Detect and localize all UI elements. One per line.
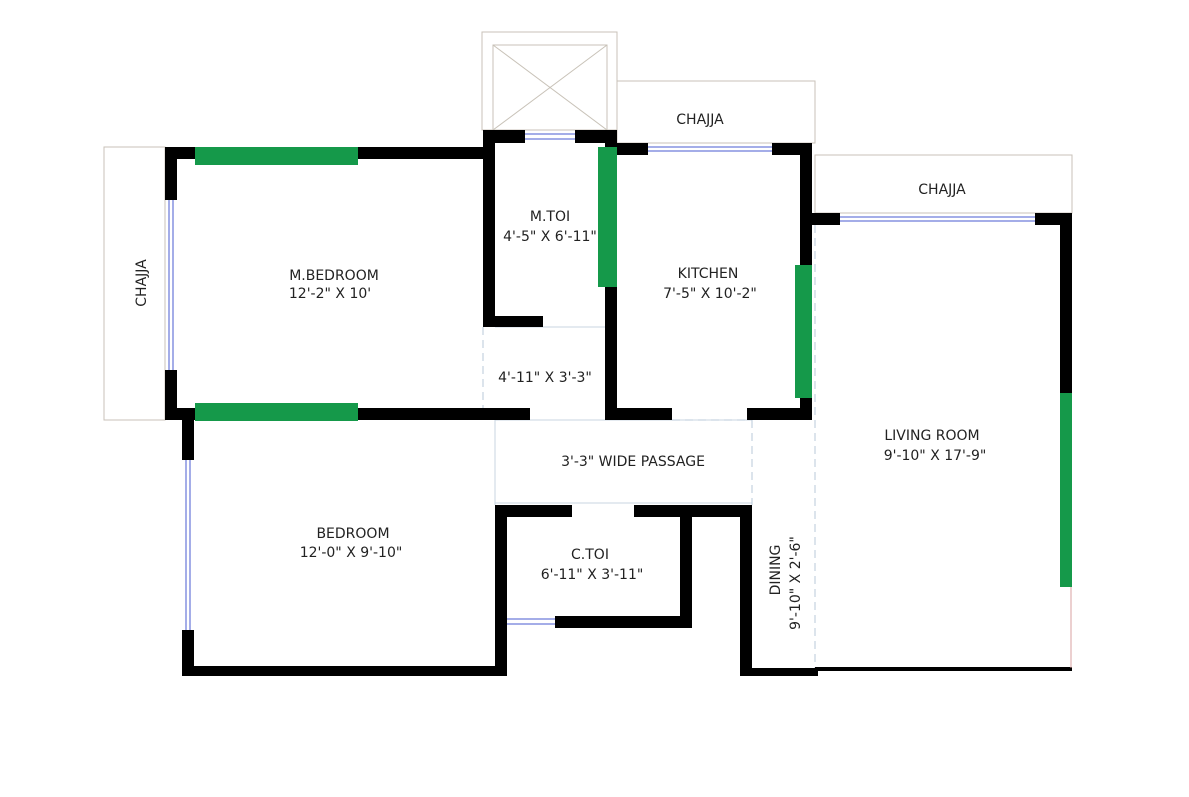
living-room-name: LIVING ROOM — [884, 428, 979, 444]
common-toilet-size: 6'-11" X 3'-11" — [541, 567, 644, 583]
master-bedroom-name: M.BEDROOM — [289, 268, 379, 284]
glazed-windows — [168, 133, 1035, 630]
duct-shaft — [481, 31, 618, 131]
chajja-label-top: CHAJJA — [676, 112, 724, 128]
common-toilet-name: C.TOI — [571, 547, 609, 563]
thin-lines — [482, 225, 1072, 671]
master-toilet-size: 4'-5" X 6'-11" — [503, 229, 597, 245]
dining-size: 9'-10" X 2'-6" — [788, 536, 804, 630]
kitchen-size: 7'-5" X 10'-2" — [663, 286, 757, 302]
passage-name: 3'-3" WIDE PASSAGE — [561, 454, 705, 470]
green-windows — [195, 147, 1072, 587]
chajja-label-left: CHAJJA — [134, 259, 150, 307]
master-toilet-name: M.TOI — [530, 209, 570, 225]
dining-name: DINING — [768, 545, 784, 596]
lobby-size: 4'-11" X 3'-3" — [498, 370, 592, 386]
living-room-size: 9'-10" X 17'-9" — [884, 448, 987, 464]
master-bedroom-size: 12'-2" X 10' — [289, 286, 371, 302]
bedroom-size: 12'-0" X 9'-10" — [300, 545, 403, 561]
chajja-label-right: CHAJJA — [918, 182, 966, 198]
labels: CHAJJA CHAJJA CHAJJA M.BEDROOM 12'-2" X … — [134, 112, 986, 630]
chajja-outlines — [103, 80, 1073, 421]
bedroom-name: BEDROOM — [316, 526, 389, 542]
kitchen-name: KITCHEN — [678, 266, 739, 282]
